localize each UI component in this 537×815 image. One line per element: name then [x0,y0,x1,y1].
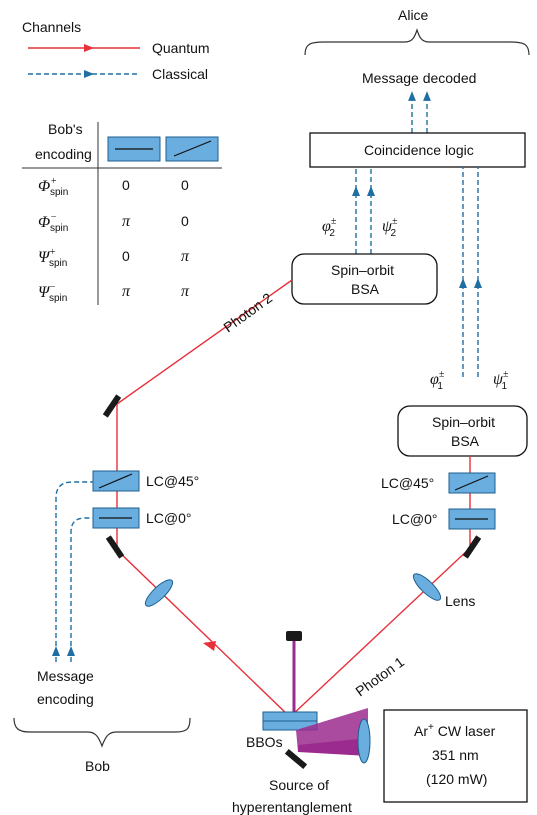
phi2-label: φ±2 [322,216,337,239]
pump-lens [357,718,371,764]
svg-text:0: 0 [122,177,130,193]
svg-text:Ψ+spin: Ψ+spin [38,247,67,269]
photon2-arrow [203,641,216,651]
bob-lc45-plate [92,470,140,492]
legend-classical-label: Classical [152,66,208,82]
decoded-output-arrows [408,91,431,133]
pump-mirror [284,748,308,770]
bob-bottom-mirror [105,535,125,559]
svg-text:Φ−spin: Φ−spin [38,212,68,234]
spin-orbit-bsa-right [397,405,528,457]
laser-line1: Ar+ CW laser [414,722,496,739]
photon2-label: Photon 2 [220,289,275,335]
legend-title: Channels [22,19,81,35]
bsa-top-line1: Spin–orbit [331,262,394,278]
alice-lc45-plate [448,472,496,494]
photon2-path [116,279,293,718]
table-row: Ψ+spin 0 π [38,247,190,269]
bob-lc45-label: LC@45° [146,473,199,489]
message-encoding-line2: encoding [37,691,94,707]
legend-quantum-label: Quantum [152,40,210,56]
classical-channel-bsa1 [459,167,482,377]
source-line1: Source of [269,777,329,793]
svg-text:π: π [122,283,131,300]
table-header-line1: Bob's [48,121,83,137]
message-decoded-label: Message decoded [362,70,476,86]
bob-lc0-plate [92,507,140,529]
bob-lc0-label: LC@0° [146,510,192,526]
alice-mirror [462,535,482,559]
lens-label: Lens [445,593,475,609]
photon1-label: Photon 1 [352,653,407,699]
alice-lens [412,573,442,601]
psi1-label: ψ±1 [493,369,509,392]
coincidence-logic-box [309,132,526,168]
legend-quantum-line [28,44,140,52]
bsa-right-line2: BSA [451,433,480,449]
table-header-line2: encoding [35,146,92,162]
table-plate-diagonal [165,136,219,162]
alice-label: Alice [398,7,429,23]
alice-brace [304,28,530,56]
legend-classical-line [28,70,140,78]
svg-text:0: 0 [181,177,189,193]
alice-lc0-plate [448,508,496,530]
bob-label: Bob [85,758,110,774]
bsa-top-line2: BSA [351,281,380,297]
bbo-crystals [262,711,318,731]
legend: Channels Quantum Classical [22,19,210,82]
spin-orbit-bsa-top [291,253,438,305]
svg-text:0: 0 [122,248,130,264]
classical-channel-bsa2 [352,169,375,254]
bob-classical-lines [52,481,93,662]
beam-dump [286,631,302,641]
bob-top-mirror [102,394,122,418]
table-row: Φ−spin π 0 [38,212,189,234]
coincidence-logic-label: Coincidence logic [364,142,474,158]
laser-box [383,709,528,803]
message-encoding-line1: Message [37,668,94,684]
bsa-right-line1: Spin–orbit [432,414,495,430]
alice-lc45-label: LC@45° [381,475,434,491]
svg-text:0: 0 [181,213,189,229]
pump-beam [298,738,368,756]
table-row: Ψ−spin π π [38,282,190,304]
psi2-label: ψ±2 [382,216,398,239]
phi1-label: φ±1 [430,369,445,392]
source-line2: hyperentanglement [232,799,352,815]
table-row: Φ+spin 0 0 [38,176,189,198]
svg-text:π: π [181,248,190,265]
alice-lc0-label: LC@0° [392,511,438,527]
bob-lens [144,579,174,607]
svg-text:Φ+spin: Φ+spin [38,176,68,198]
laser-line2: 351 nm [432,747,479,763]
encoding-table: Bob's encoding Φ+spin 0 0 Φ−spin π 0 Ψ+s… [22,121,222,305]
svg-text:π: π [181,283,190,300]
bbos-label: BBOs [246,734,283,750]
laser-line3: (120 mW) [426,771,487,787]
bob-brace [13,717,191,748]
photon1-path [289,456,471,718]
svg-text:π: π [122,213,131,230]
svg-text:Ψ−spin: Ψ−spin [38,282,67,304]
table-plate-horizontal [107,136,161,162]
